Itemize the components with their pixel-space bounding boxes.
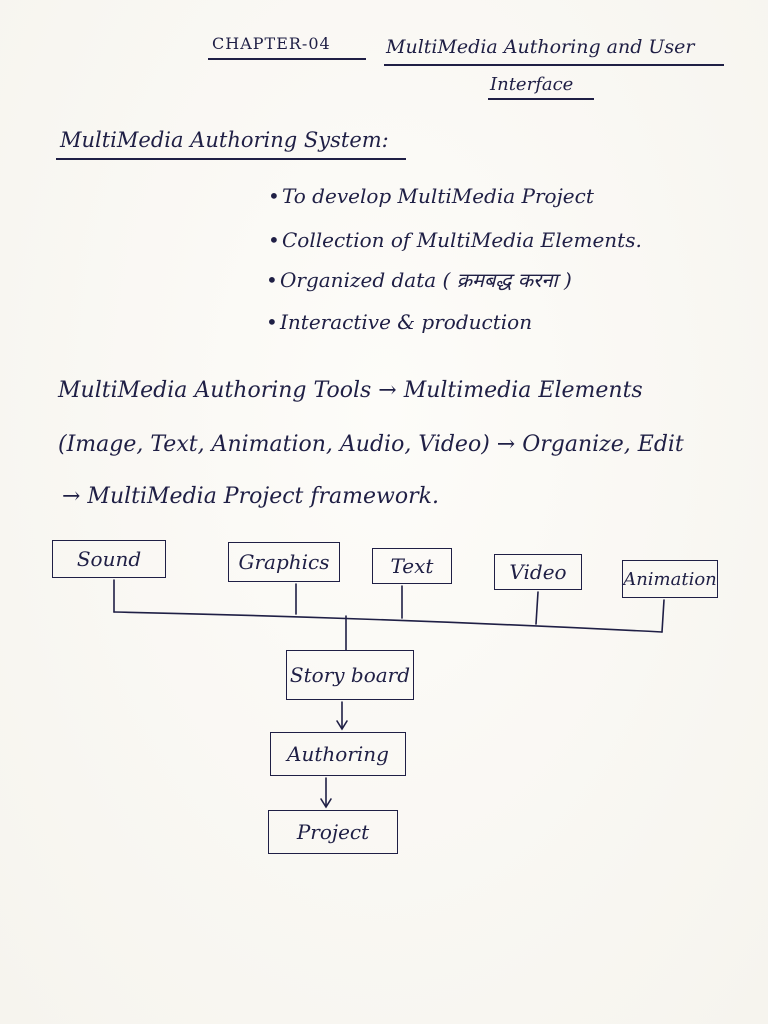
- section-heading: MultiMedia Authoring System:: [60, 128, 389, 152]
- paragraph-line-3: → MultiMedia Project framework.: [62, 484, 439, 509]
- arrow-head-project: [320, 798, 332, 809]
- bullet-text: Organized data ( क्रमबद्ध करना ): [280, 268, 572, 292]
- paragraph-line-1: MultiMedia Authoring Tools → Multimedia …: [58, 378, 643, 403]
- box-storyboard: Story board: [286, 650, 414, 700]
- box-animation: Animation: [622, 560, 718, 598]
- box-sound: Sound: [52, 540, 166, 578]
- arrow-head-authoring: [336, 720, 348, 731]
- bullet-item: •Interactive & production: [266, 310, 533, 334]
- bullet-text: Collection of MultiMedia Elements.: [282, 228, 642, 252]
- connector-video: [535, 591, 539, 625]
- title-underline-1: [384, 64, 724, 66]
- box-graphics: Graphics: [228, 542, 340, 582]
- box-authoring: Authoring: [270, 732, 406, 776]
- connector-bus: [113, 611, 663, 633]
- box-text: Text: [372, 548, 452, 584]
- connector-animation: [661, 599, 665, 633]
- chapter-label: CHAPTER-04: [212, 34, 331, 53]
- heading-underline: [56, 158, 406, 160]
- paragraph-line-2: (Image, Text, Animation, Audio, Video) →…: [58, 432, 684, 457]
- bullet-text: Interactive & production: [280, 310, 533, 334]
- bullet-item: •Organized data ( क्रमबद्ध करना ): [266, 268, 572, 292]
- bullet-item: •To develop MultiMedia Project: [268, 184, 594, 208]
- chapter-title-line2: Interface: [490, 74, 574, 95]
- title-underline-2: [488, 98, 594, 100]
- box-video: Video: [494, 554, 582, 590]
- chapter-title-line1: MultiMedia Authoring and User: [386, 36, 695, 58]
- bullet-item: •Collection of MultiMedia Elements.: [268, 228, 642, 252]
- chapter-underline: [208, 58, 366, 60]
- bullet-text: To develop MultiMedia Project: [282, 184, 594, 208]
- box-project: Project: [268, 810, 398, 854]
